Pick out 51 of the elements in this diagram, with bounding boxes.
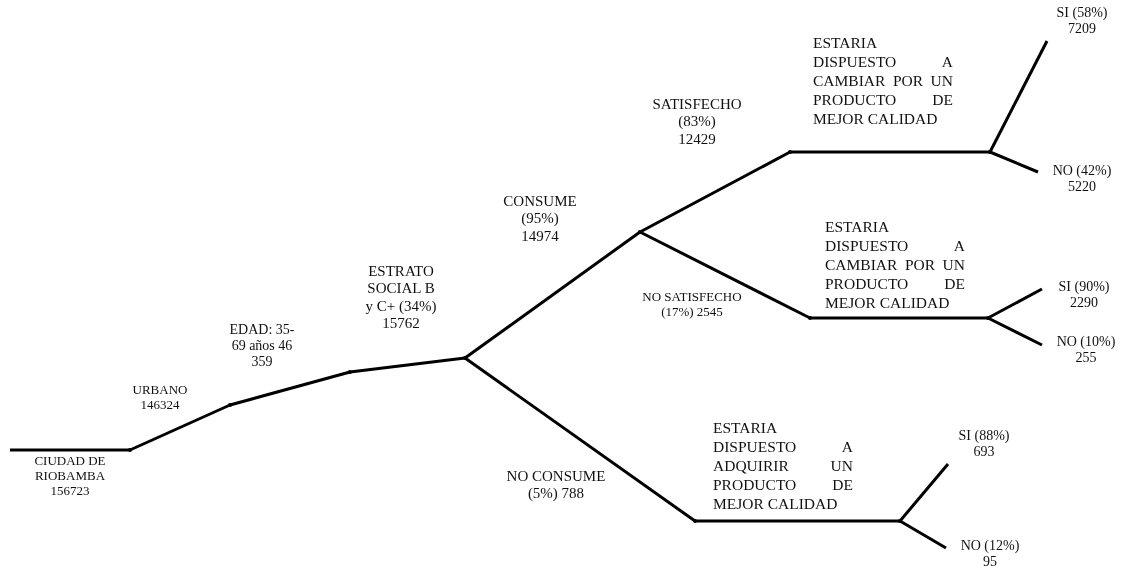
junction-dot (463, 356, 467, 360)
outcome-label: SI (88%) (958, 428, 1010, 445)
branch-line (695, 519, 900, 523)
branch-line (464, 230, 641, 360)
junction-dot (986, 316, 990, 320)
edge-label: CONSUME (95%) 14974 (502, 193, 578, 245)
question-text: ESTARIA DISPUESTO A ADQUIRIR UN PRODUCTO DE MEJOR CALIDAD (713, 418, 853, 513)
branch-line (790, 150, 990, 154)
branch-line (464, 356, 696, 523)
count-label: 7209 (1068, 21, 1096, 38)
branch-line (899, 519, 947, 550)
edge-label: EDAD: 35-69 años 46 359 (228, 322, 296, 371)
branch-line (810, 316, 988, 320)
branch-line (898, 463, 950, 522)
count-label: 693 (973, 444, 995, 461)
junction-dot (693, 519, 697, 523)
junction-dot (638, 230, 642, 234)
branch-line (987, 287, 1043, 320)
count-label: 2290 (1070, 295, 1098, 312)
junction-dot (228, 403, 232, 407)
outcome-label: NO (42%) (1052, 163, 1112, 180)
branch-line (987, 316, 1043, 347)
branch-line (988, 40, 1049, 153)
edge-label: NO SATISFECHO (17%) 2545 (641, 290, 743, 320)
count-label: 255 (1075, 350, 1097, 367)
junction-dot (988, 150, 992, 154)
junction-dot (808, 316, 812, 320)
edge-label: CIUDAD DE RIOBAMBA 156723 (33, 454, 107, 499)
junction-dot (348, 370, 352, 374)
branch-line (129, 403, 231, 452)
count-label: 5220 (1068, 179, 1096, 196)
branch-line (639, 150, 791, 234)
edge-label: ESTRATO SOCIAL B y C+ (34%) 15762 (364, 263, 438, 332)
branch-line (10, 448, 130, 452)
question-text: ESTARIA DISPUESTO A CAMBIAR POR UN PRODUCTO DE MEJOR CALIDAD (813, 33, 953, 128)
question-text: ESTARIA DISPUESTO A CAMBIAR POR UN PRODUCTO DE MEJOR CALIDAD (825, 217, 965, 312)
junction-dot (898, 519, 902, 523)
junction-dot (128, 448, 132, 452)
junction-dot (788, 150, 792, 154)
edge-label: SATISFECHO (83%) 12429 (651, 96, 743, 148)
branch-line (989, 150, 1039, 174)
count-label: 95 (983, 554, 997, 571)
edge-label: URBANO 146324 (131, 383, 189, 413)
branch-line (229, 370, 351, 407)
outcome-label: NO (10%) (1056, 334, 1116, 351)
edge-label: NO CONSUME (5%) 788 (505, 468, 607, 503)
outcome-label: SI (90%) (1058, 279, 1110, 296)
outcome-label: SI (58%) (1056, 5, 1108, 22)
outcome-label: NO (12%) (960, 538, 1020, 555)
branch-line (349, 356, 466, 374)
branch-line (639, 230, 811, 320)
